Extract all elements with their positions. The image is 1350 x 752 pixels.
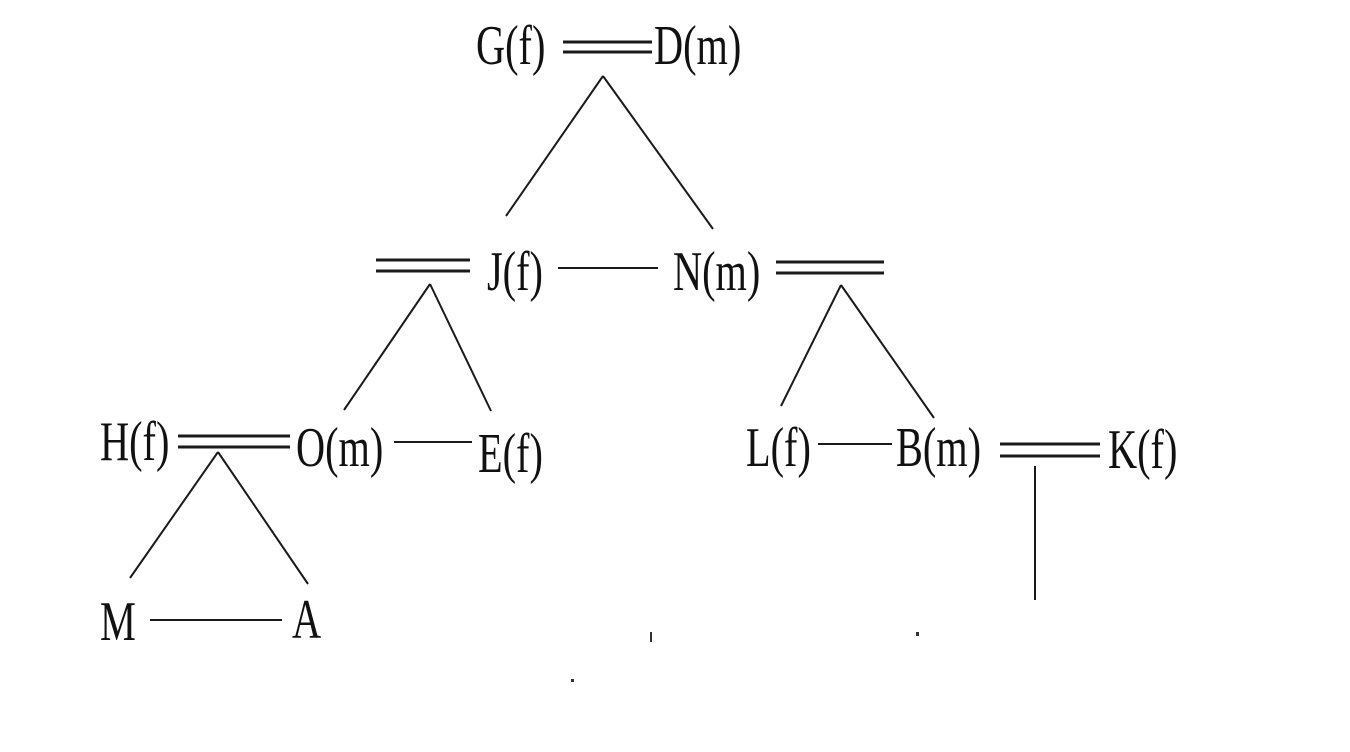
branch-j-to-e bbox=[429, 283, 492, 412]
node-h: H(f) bbox=[100, 411, 169, 473]
branch-h-o-to-a bbox=[217, 451, 309, 585]
branch-j-to-o bbox=[343, 283, 431, 411]
branch-g-d-to-n bbox=[602, 75, 714, 230]
marriage-line-n-spouse bbox=[776, 260, 884, 275]
node-a: A bbox=[292, 589, 321, 651]
node-d: D(m) bbox=[654, 15, 741, 77]
marriage-line-j-spouse bbox=[376, 258, 470, 273]
node-e: E(f) bbox=[478, 423, 543, 485]
node-n: N(m) bbox=[673, 241, 760, 303]
node-m: M bbox=[100, 591, 136, 653]
node-o: O(m) bbox=[296, 417, 383, 479]
marriage-line-h-o bbox=[178, 434, 290, 449]
branch-n-to-b bbox=[840, 284, 935, 419]
branch-g-d-to-j bbox=[505, 75, 604, 217]
node-j: J(f) bbox=[487, 241, 543, 303]
node-k: K(f) bbox=[1108, 419, 1177, 481]
node-g: G(f) bbox=[476, 15, 545, 77]
node-l: L(f) bbox=[746, 417, 811, 479]
node-b: B(m) bbox=[896, 417, 981, 479]
branch-h-o-to-m bbox=[129, 451, 219, 579]
marriage-line-g-d bbox=[563, 40, 652, 54]
marriage-line-b-k bbox=[1000, 442, 1100, 458]
scan-artifacts bbox=[571, 632, 919, 682]
branch-n-to-l bbox=[780, 284, 842, 407]
